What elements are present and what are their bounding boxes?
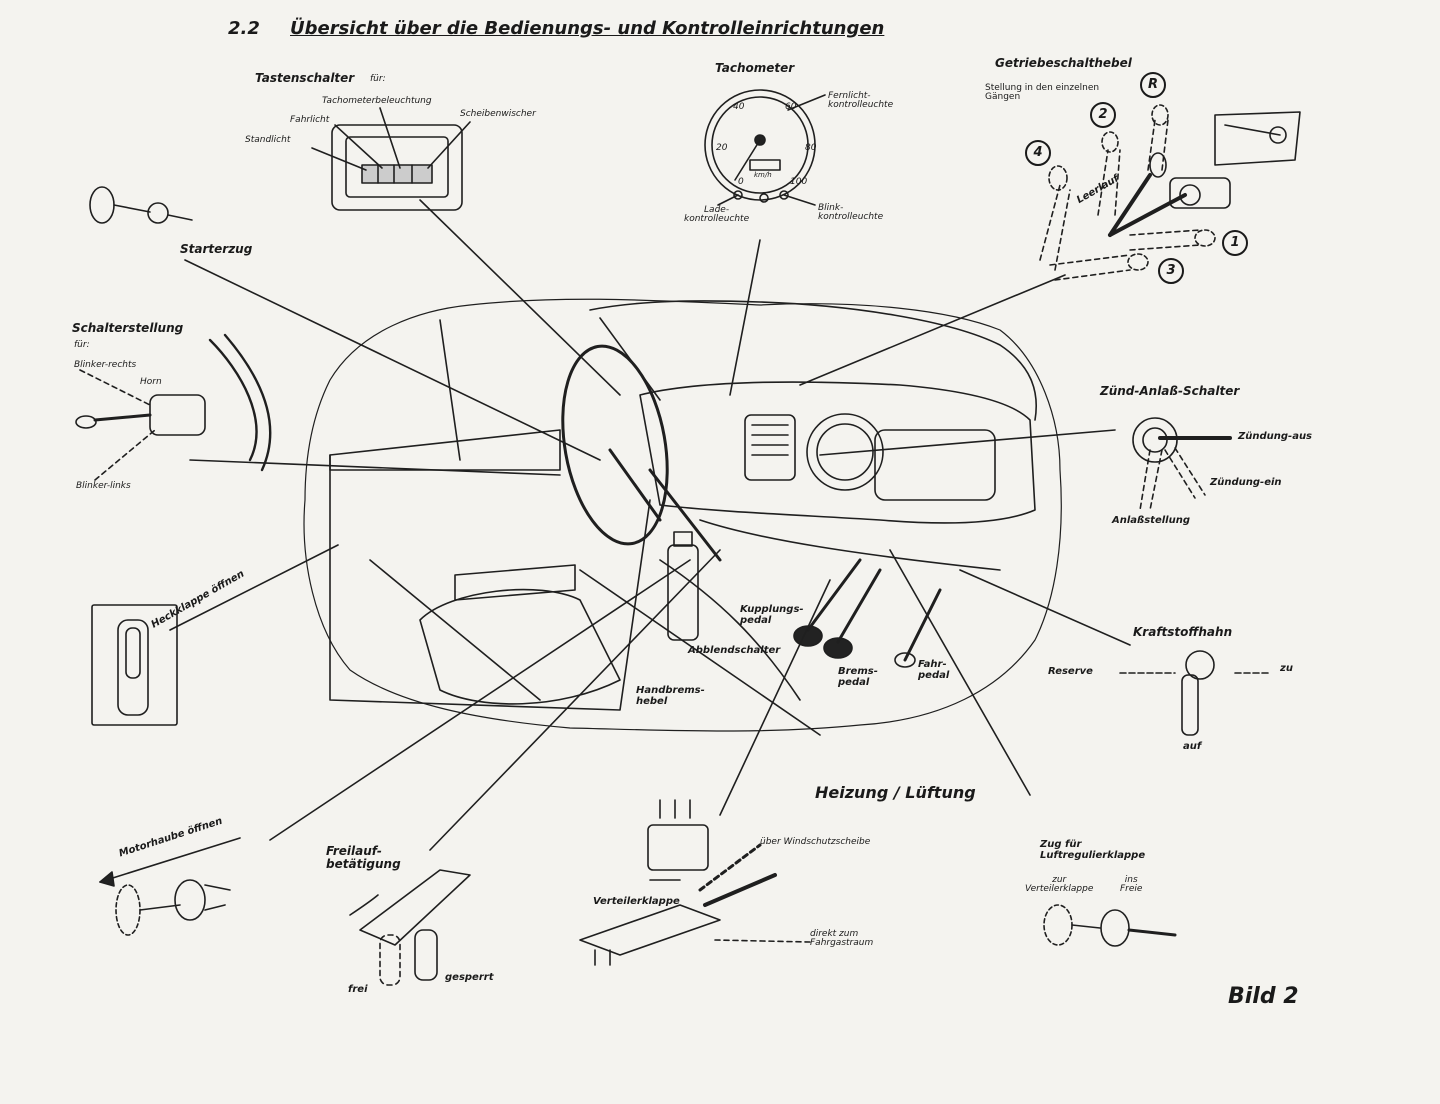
label-auf: auf [1183,741,1202,752]
gear-r: R [1140,72,1166,98]
label-kupplung: Kupplungs- pedal [740,604,804,626]
label-schalterstellung: Schalterstellung [72,321,184,335]
label-fernlicht: Fernlicht- kontrolleuchte [828,91,894,111]
gear-shift-illustration [1039,104,1301,281]
fire-extinguisher [667,544,699,641]
label-anlassstellung: Anlaßstellung [1112,515,1190,526]
label-freilauf: Freilauf- betätigung [326,844,401,871]
label-scheibenwischer: Scheibenwischer [460,109,536,119]
label-heizung-lueftung: Heizung / Lüftung [815,783,976,802]
label-zu: zu [1280,663,1293,674]
label-gesperrt: gesperrt [445,972,494,983]
speedometer-illustration [704,89,826,206]
air-control-knob-illustration [1043,904,1177,947]
label-tastenschalter: Tastenschalter [255,71,355,85]
speedo-tick-0: 0 [738,177,744,187]
label-ins-freie: ins Freie [1120,875,1143,895]
gear-1: 1 [1222,230,1248,256]
label-fuer: für: [370,74,386,84]
door [329,429,561,471]
speedo-unit: km/h [754,171,772,179]
label-zur-verteilerklappe: zur Verteilerklappe [1025,875,1094,895]
glovebox [874,429,996,501]
speedo-tick-60: 60 [785,102,797,112]
label-zug-luftregulierklappe: Zug für Luftregulierklappe [1040,839,1146,861]
heater-illustration [579,799,811,966]
speedo-tick-40: 40 [733,102,745,112]
speedo-tick-20: 20 [716,143,728,153]
label-verteilerklappe: Verteilerklappe [593,896,680,907]
label-fuer2: für: [74,340,90,350]
starter-knob [89,186,193,224]
speedo-tick-100: 100 [790,177,808,187]
label-stellung: Stellung in den einzelnen Gängen [985,83,1100,103]
gas-pedal [894,652,916,668]
label-tachometer: Tachometer [715,61,795,75]
label-blinker-links: Blinker-links [76,481,131,491]
label-zuendung-ein: Zündung-ein [1210,477,1282,488]
page-title: Übersicht über die Bedienungs- und Kontr… [290,18,885,39]
label-getriebe: Getriebeschalthebel [995,56,1132,70]
steering-wheel [561,344,669,546]
vignette-outline [303,298,1062,732]
gear-4: 4 [1025,140,1051,166]
rear-hatch-illustration [91,604,178,726]
label-standlicht: Standlicht [245,135,291,145]
label-direkt-fahrgastraum: direkt zum Fahrgastraum [810,929,874,949]
section-number: 2.2 [228,18,260,39]
label-horn: Horn [140,377,162,387]
label-bremspedal: Brems- pedal [838,666,878,688]
label-fahrlicht: Fahrlicht [290,115,330,125]
label-reserve: Reserve [1048,666,1093,677]
label-blinker-rechts: Blinker-rechts [74,360,137,370]
seat [419,588,621,705]
label-windschutzscheibe: über Windschutzscheibe [760,837,871,847]
label-tachobeleuchtung: Tachometerbeleuchtung [322,96,432,106]
radio-grille [744,414,796,481]
gear-3: 3 [1158,258,1184,284]
label-lade: Lade- kontrolleuchte [684,205,750,225]
label-blink: Blink- kontrolleuchte [818,203,884,223]
dash-speedometer [806,413,884,491]
hood-release-illustration [99,837,241,936]
fuel-tap-illustration [1119,650,1271,736]
figure-number: Bild 2 [1228,984,1299,1009]
label-handbremshebel: Handbrems- hebel [636,685,705,707]
label-zuendung-aus: Zündung-aus [1238,431,1313,442]
label-frei: frei [348,984,368,995]
label-starterzug: Starterzug [180,242,253,256]
label-zuend-anlass: Zünd-Anlaß-Schalter [1100,384,1240,398]
switch-panel-illustration [331,124,463,211]
dashboard [639,381,1036,524]
label-fahrpedal: Fahr- pedal [918,659,950,681]
label-kraftstoffhahn: Kraftstoffhahn [1133,625,1233,639]
ignition-switch-illustration [1132,417,1232,511]
freewheel-lever-illustration [349,869,471,986]
speedo-tick-80: 80 [805,143,817,153]
label-abblendschalter: Abblendschalter [688,645,781,656]
indicator-stalk-illustration [75,333,272,481]
gear-2: 2 [1090,102,1116,128]
